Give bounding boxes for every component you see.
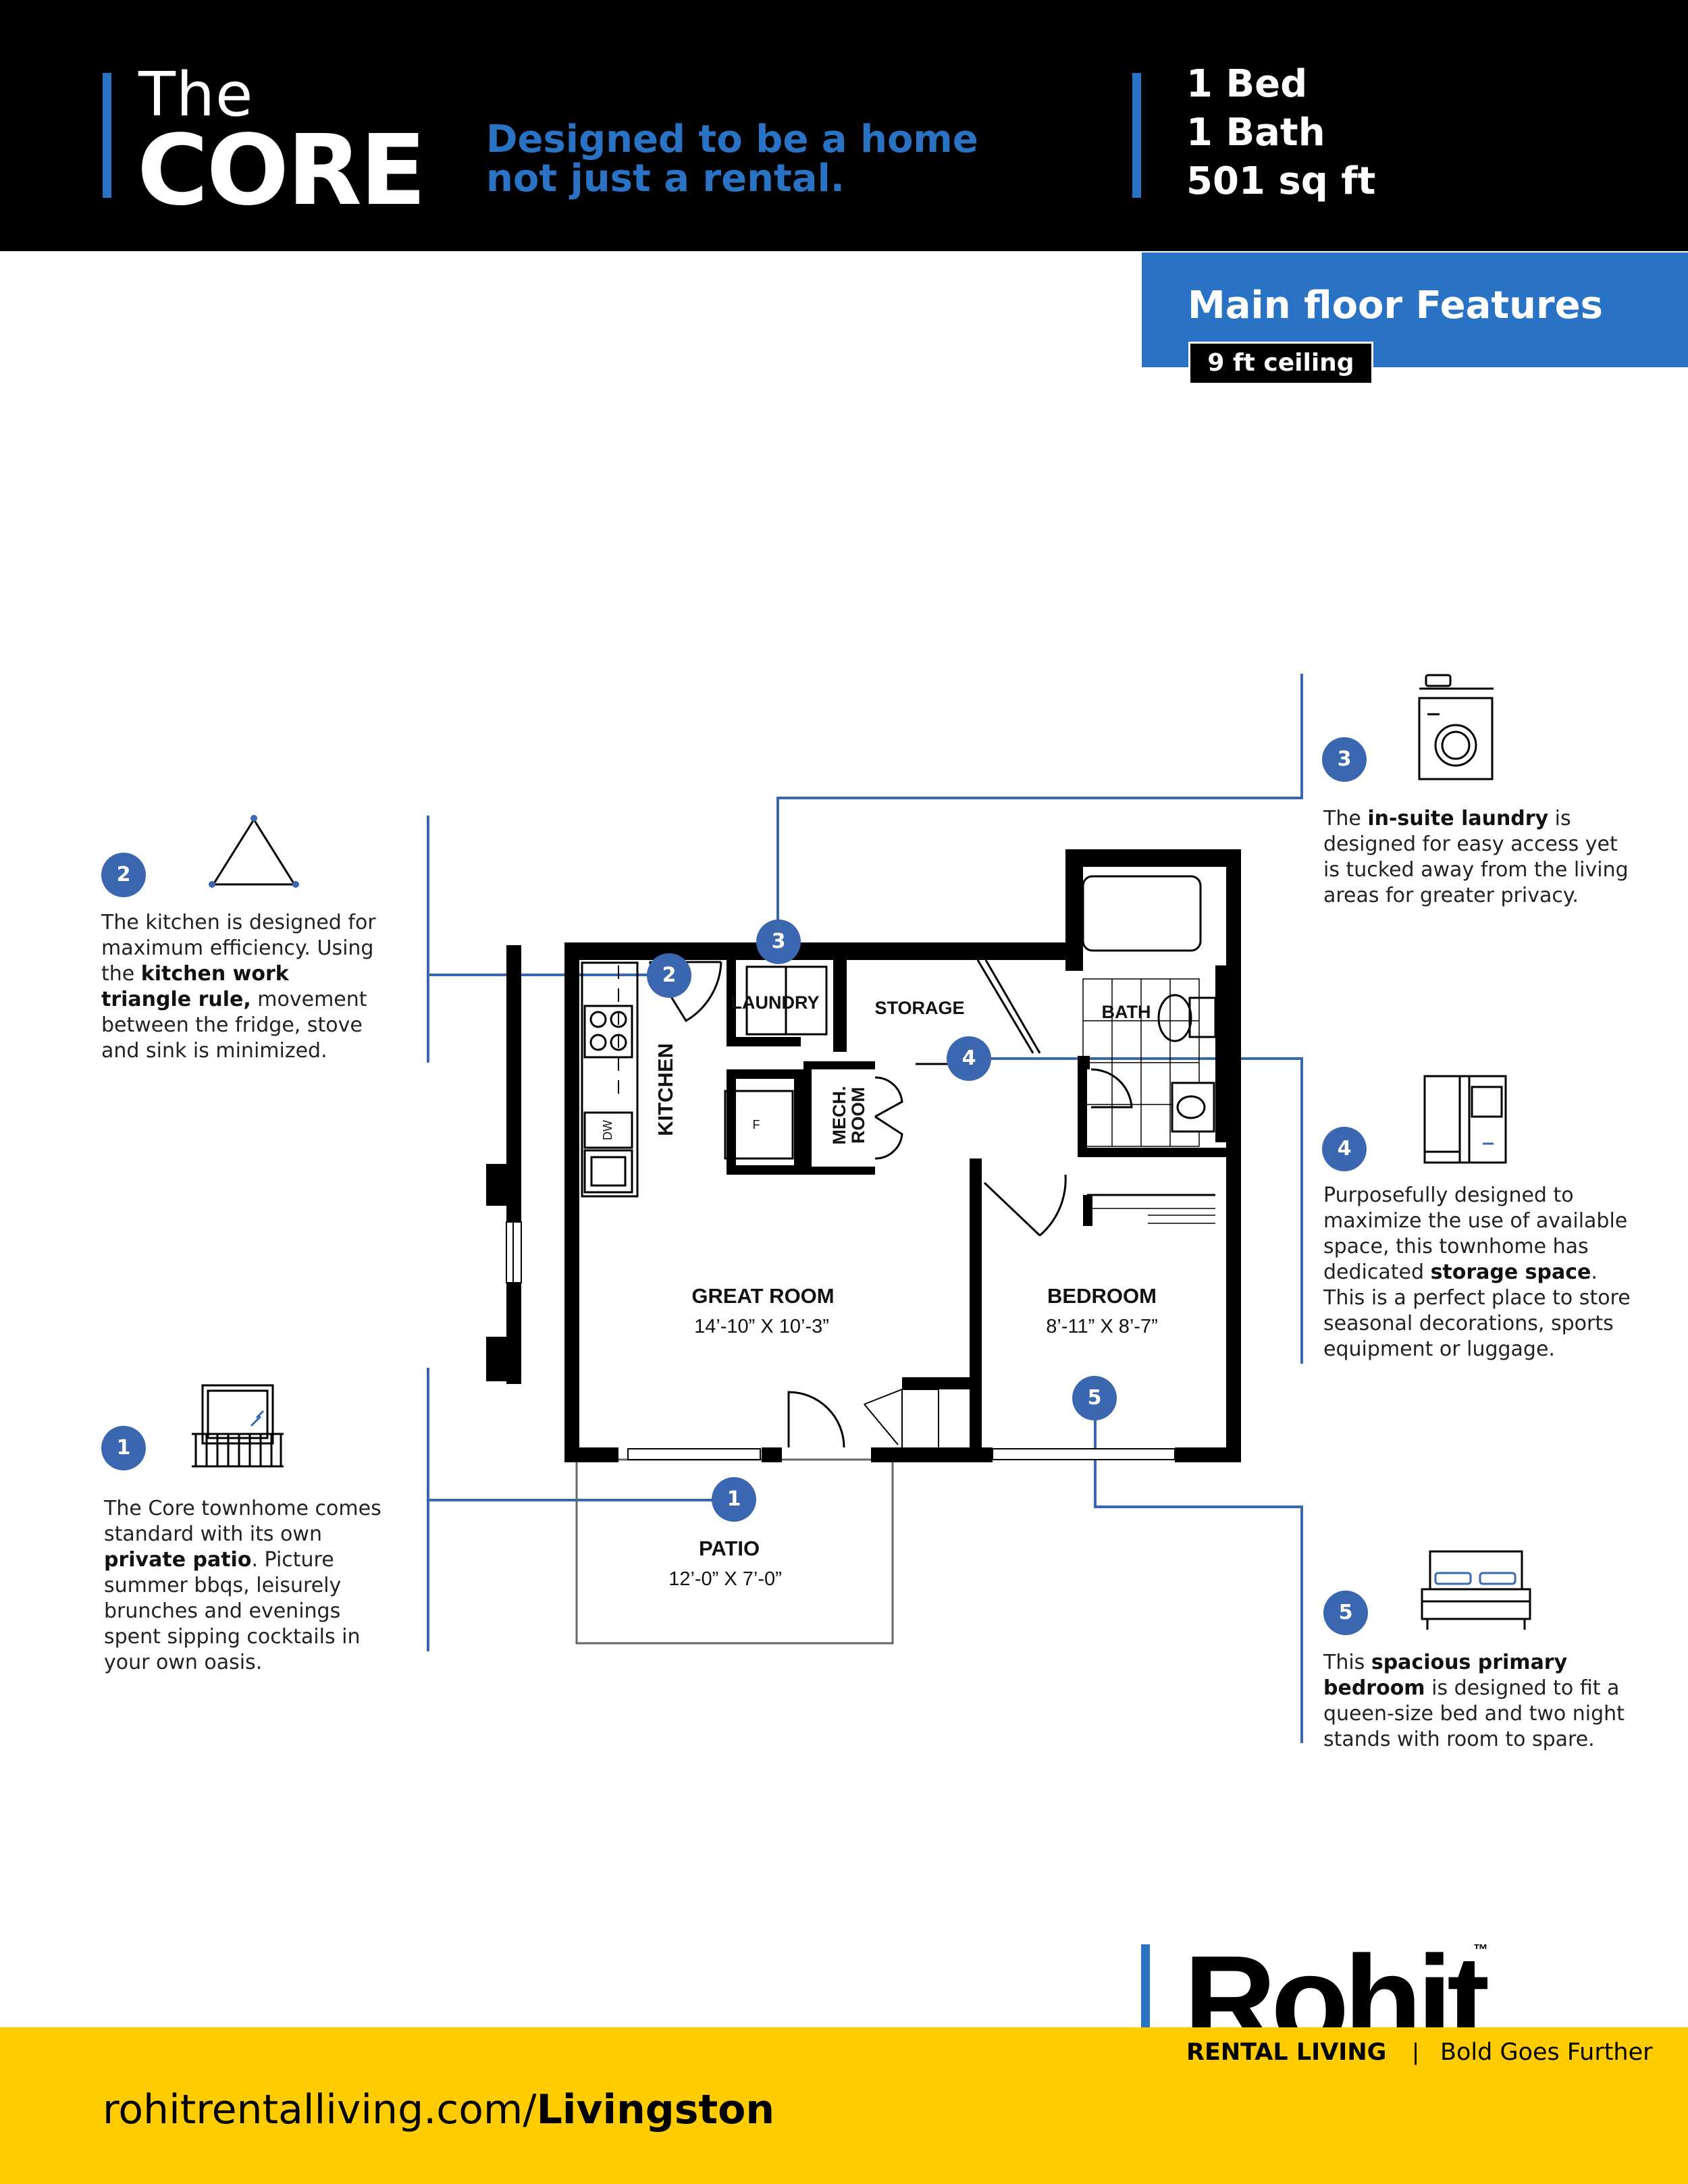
stairs xyxy=(864,1389,939,1447)
plan-badge-5: 5 xyxy=(1072,1376,1117,1420)
mech-room-doors xyxy=(874,1076,903,1160)
tagline: Designed to be a home not just a rental. xyxy=(486,120,978,198)
washing-machine-icon xyxy=(1418,674,1494,780)
title-big: CORE xyxy=(137,113,426,227)
kitchen-label: KITCHEN xyxy=(654,1043,677,1136)
baths-stat: 1 Bath xyxy=(1186,111,1325,155)
bedroom-door xyxy=(983,1174,1067,1237)
triangle-icon xyxy=(209,815,299,888)
stats-accent-bar xyxy=(1132,73,1141,198)
feature-4-text: Purposefully designed to maximize the us… xyxy=(1323,1183,1631,1361)
tagline-line2: not just a rental. xyxy=(486,157,845,201)
feature-2-divider xyxy=(427,816,429,1063)
windows xyxy=(506,1221,1176,1460)
mech-room-label-1: MECH. xyxy=(829,1086,849,1145)
mech-room-label-2: ROOM xyxy=(848,1087,868,1144)
storage-door xyxy=(976,959,1041,1054)
storage-cabinet-icon xyxy=(1423,1075,1507,1164)
feature-badge-4: 4 xyxy=(1322,1127,1367,1171)
feature-badge-3: 3 xyxy=(1322,737,1367,782)
bath-fixtures xyxy=(1082,875,1217,1147)
feature-5-text: This spacious primary bedroom is designe… xyxy=(1323,1651,1625,1751)
patio-label: PATIO xyxy=(699,1537,760,1560)
plan-badge-1: 1 xyxy=(712,1477,756,1522)
tagline-line1: Designed to be a home xyxy=(486,117,978,161)
footer-separator: | xyxy=(1413,2039,1419,2065)
front-door xyxy=(787,1391,845,1448)
plan-badge-3: 3 xyxy=(756,920,801,964)
plan-badge-2: 2 xyxy=(647,953,691,998)
feature-3-text: The in-suite laundry is designed for eas… xyxy=(1323,807,1629,907)
bed-icon xyxy=(1421,1550,1531,1630)
header-accent-bar xyxy=(103,73,111,198)
balcony-icon xyxy=(192,1384,284,1468)
laundry-label: LAUNDRY xyxy=(731,992,820,1013)
great-room-label: GREAT ROOM xyxy=(691,1284,834,1308)
header-bar xyxy=(0,0,1688,251)
dishwasher-label: DW xyxy=(601,1120,614,1140)
walls xyxy=(486,849,1241,1462)
feature-badge-1: 1 xyxy=(101,1426,146,1470)
plan-badge-4: 4 xyxy=(947,1036,991,1081)
bedroom-dim: 8’-11” X 8’-7” xyxy=(1046,1316,1157,1337)
bedroom-label: BEDROOM xyxy=(1047,1284,1157,1308)
storage-label: STORAGE xyxy=(874,998,964,1018)
beds-stat: 1 Bed xyxy=(1186,62,1308,106)
trademark: ™ xyxy=(1473,1941,1488,1958)
area-stat: 501 sq ft xyxy=(1186,159,1376,203)
feature-1-divider xyxy=(427,1368,429,1651)
great-room-dim: 14’-10” X 10’-3” xyxy=(694,1316,829,1337)
feature-2-text: The kitchen is designed for maximum effi… xyxy=(101,911,376,1063)
bath-label: BATH xyxy=(1102,1002,1151,1022)
website-link[interactable]: rohitrentalliving.com/Livingston xyxy=(103,2086,775,2133)
fridge-label: F xyxy=(753,1118,760,1131)
bath-door xyxy=(1090,1068,1133,1109)
bedroom-closet xyxy=(1087,1194,1215,1224)
patio-dim: 12’-0” X 7’-0” xyxy=(668,1568,782,1590)
title-small: The xyxy=(138,59,254,130)
fridge xyxy=(724,1090,794,1160)
feature-1-text: The Core townhome comes standard with it… xyxy=(104,1497,381,1674)
connector-lines xyxy=(429,797,1303,1743)
footer-bar xyxy=(0,2027,1688,2184)
ceiling-badge: 9 ft ceiling xyxy=(1188,342,1373,385)
rental-living: RENTAL LIVING xyxy=(1186,2039,1387,2066)
feature-badge-2: 2 xyxy=(101,853,146,897)
kitchen-counter xyxy=(581,961,639,1198)
slogan: Bold Goes Further xyxy=(1440,2039,1653,2066)
connector-3 xyxy=(776,797,1302,937)
features-banner-title: Main floor Features xyxy=(1188,284,1603,327)
feature-badge-5: 5 xyxy=(1323,1591,1368,1635)
feature-3-divider xyxy=(1300,674,1303,799)
